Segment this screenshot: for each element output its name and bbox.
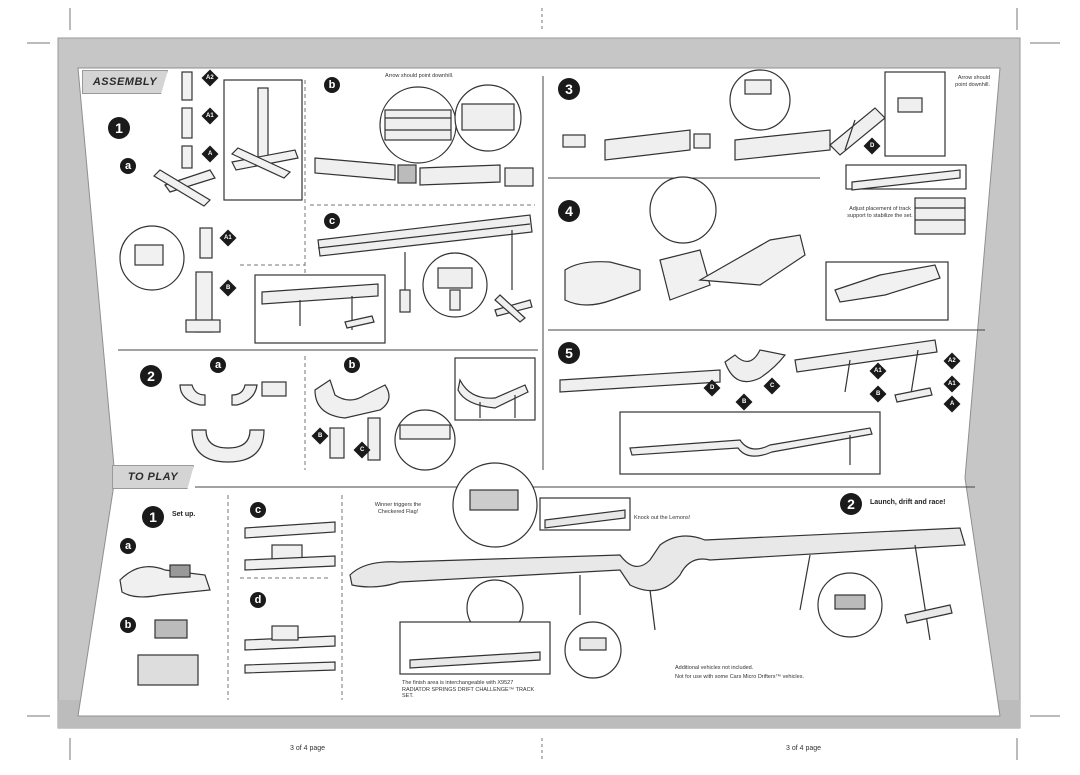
play-1c-letter: c — [250, 502, 266, 518]
note-not-for-use: Not for use with some Cars Micro Drifter… — [675, 674, 804, 680]
note-additional-vehicles: Additional vehicles not included. — [675, 665, 754, 671]
play-1d-letter: d — [250, 592, 266, 608]
step-1a-letter: a — [120, 158, 136, 174]
step-2b-letter: b — [344, 357, 360, 373]
play-1b-letter: b — [120, 617, 136, 633]
step-5-number: 5 — [558, 342, 580, 364]
note-arrow-downhill-2: Arrow should point downhill. — [955, 75, 990, 88]
note-knock-lemons: Knock out the Lemons! — [634, 515, 691, 521]
note-finish-area: The finish area is interchangeable with … — [402, 680, 535, 700]
step-2-number: 2 — [140, 365, 162, 387]
step-1b-letter: b — [324, 77, 340, 93]
play-launch-label: Launch, drift and race! — [870, 499, 946, 506]
assembly-header: ASSEMBLY — [82, 70, 168, 94]
step-4-number: 4 — [558, 200, 580, 222]
step-1c-letter: c — [324, 213, 340, 229]
play-step-1-number: 1 — [142, 506, 164, 528]
play-1a-letter: a — [120, 538, 136, 554]
to-play-header: TO PLAY — [112, 465, 194, 489]
step-3-number: 3 — [558, 78, 580, 100]
note-adjust-support: Adjust placement of track support to sta… — [847, 206, 913, 219]
play-step-2-number: 2 — [840, 493, 862, 515]
play-setup-label: Set up. — [172, 511, 196, 518]
step-1-number: 1 — [108, 117, 130, 139]
note-arrow-downhill-1: Arrow should point downhill. — [385, 73, 454, 79]
step-2a-letter: a — [210, 357, 226, 373]
page-number-right: 3 of 4 page — [786, 745, 822, 752]
page-number-left: 3 of 4 page — [290, 745, 326, 752]
note-winner-flag: Winner triggers the Checkered Flag! — [374, 502, 422, 515]
